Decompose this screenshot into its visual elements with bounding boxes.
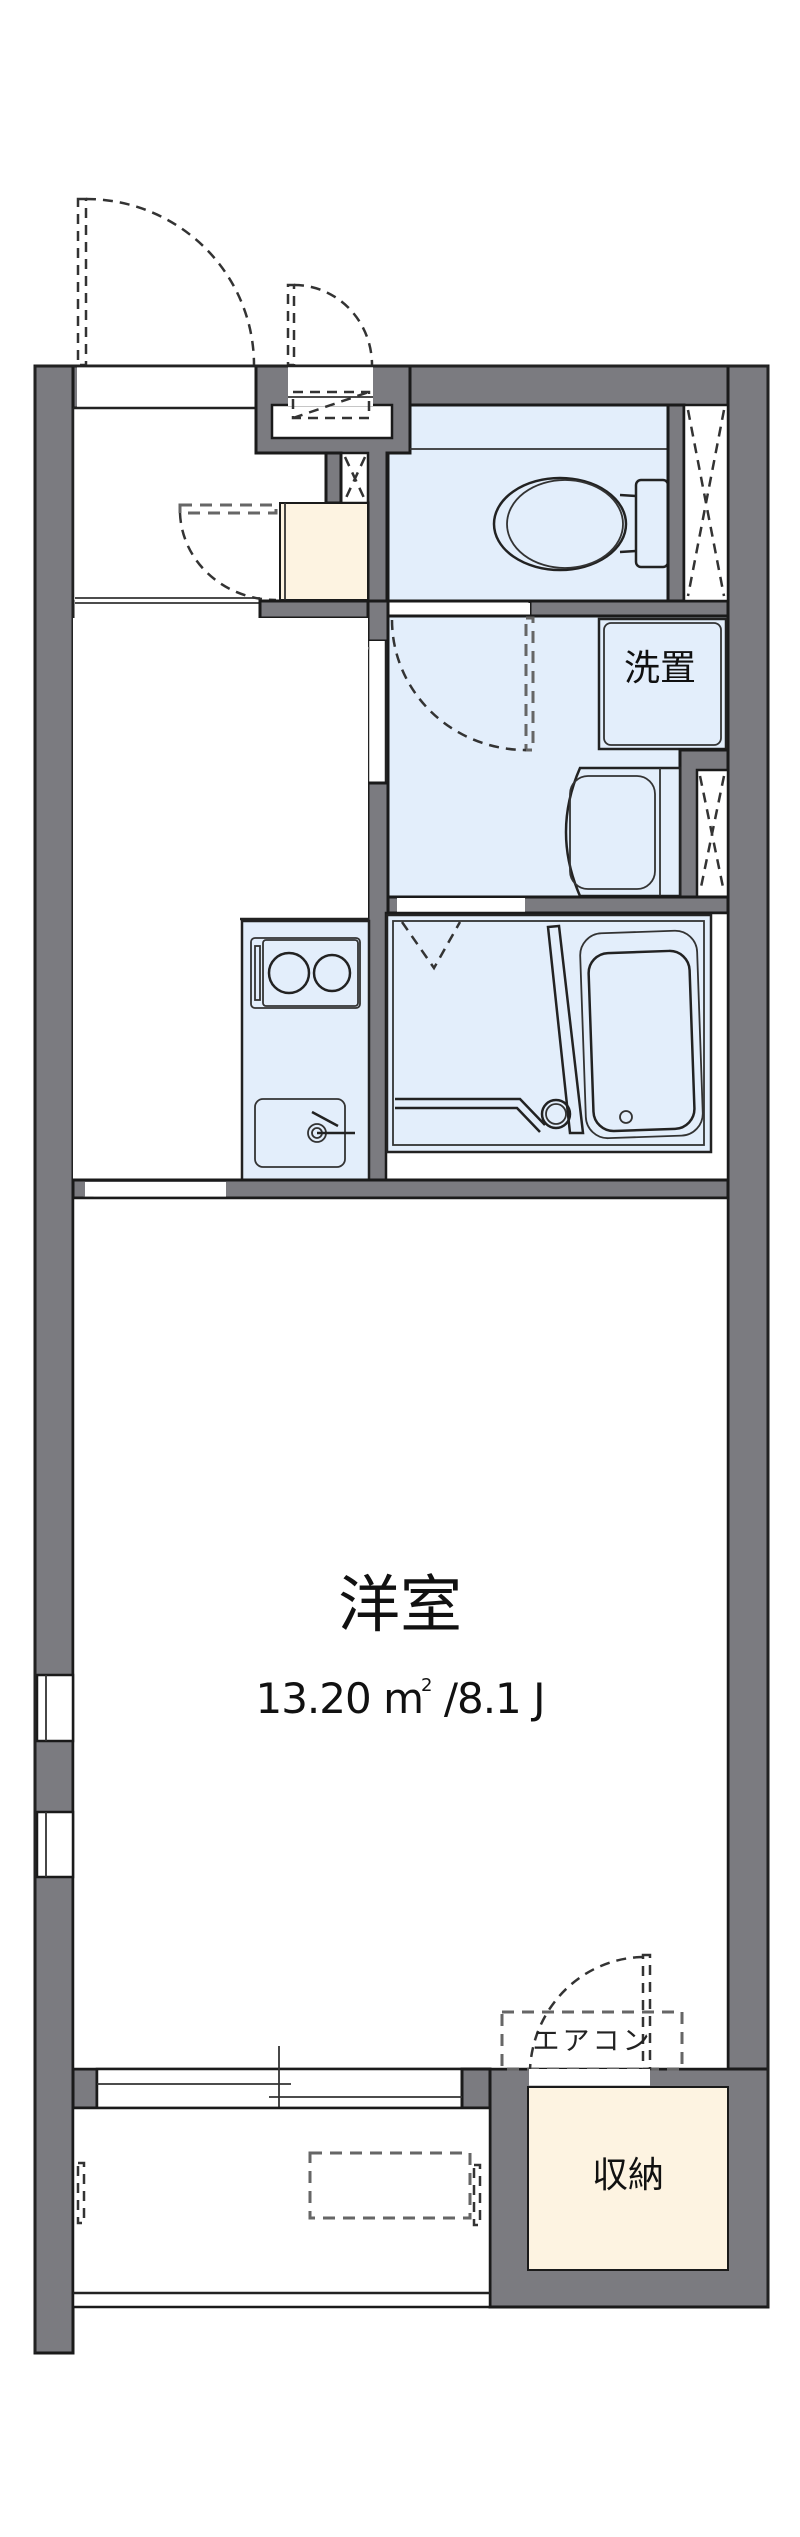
washing-machine-pan — [597, 617, 728, 751]
room-name: 洋室 — [337, 1568, 462, 1641]
pipe-shaft — [324, 451, 370, 505]
area-unit: m — [383, 1674, 424, 1723]
aircon-label: エアコン — [532, 2026, 653, 2057]
interior-wall-1 — [258, 599, 730, 643]
outdoor-aircon-unit — [308, 2151, 472, 2220]
wash-basin — [564, 748, 730, 899]
washroom-door[interactable] — [390, 616, 535, 752]
meter-box — [254, 364, 412, 605]
shoe-cabinet — [279, 502, 369, 601]
storage-label: 収納 — [591, 2155, 664, 2196]
unit-bath — [395, 924, 704, 1140]
kitchen — [73, 618, 371, 1183]
area-value: 13.20 — [255, 1674, 371, 1723]
balcony — [71, 2106, 492, 2309]
toilet — [492, 476, 670, 572]
interior-wall-4 — [71, 1178, 730, 1200]
washer-space-label: 洗置 — [623, 648, 696, 689]
tatami-count: /8.1 J — [443, 1674, 546, 1723]
window-shaft-1 — [666, 403, 730, 603]
left-windows — [35, 1673, 75, 1879]
storage — [527, 2069, 729, 2271]
kitchen-sink — [254, 1098, 355, 1168]
two-burner-stove — [250, 937, 361, 1009]
area-unit-sup: 2 — [421, 1675, 432, 1696]
western-room — [71, 1196, 730, 2071]
entrance-door[interactable] — [76, 197, 256, 367]
room-area: 13.20 m2 /8.1 J — [180, 1677, 620, 1720]
interior-wall-3 — [386, 895, 730, 915]
meter-box-door[interactable] — [286, 283, 374, 367]
bathroom-door[interactable] — [400, 921, 462, 971]
